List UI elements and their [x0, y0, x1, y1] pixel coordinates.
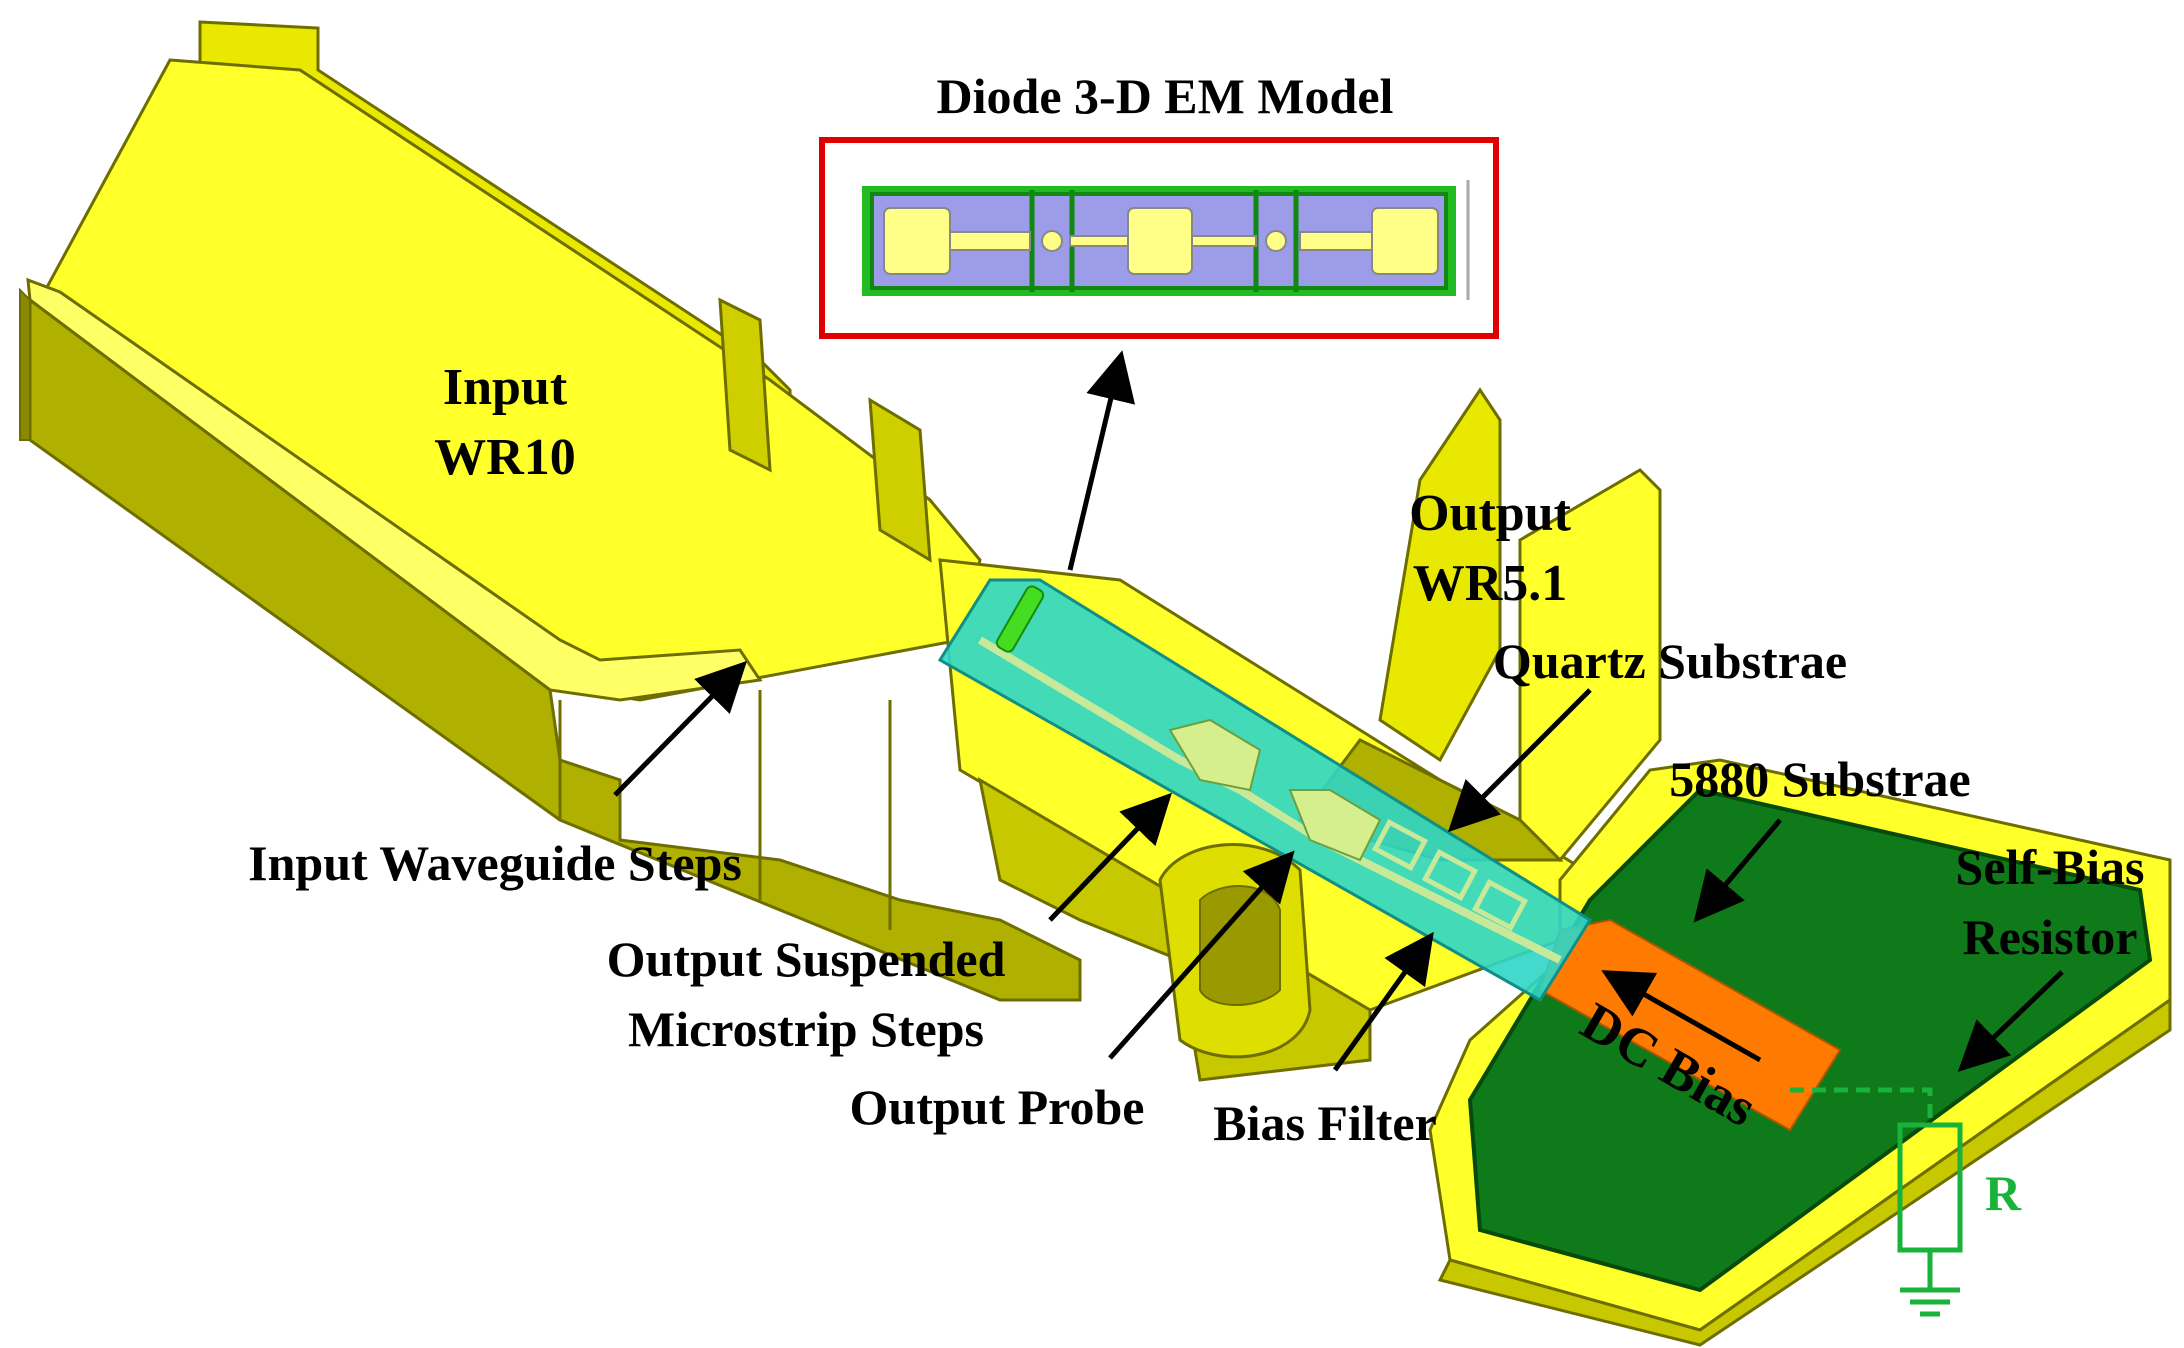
diode-pad: [883, 207, 951, 275]
back-step: [718, 297, 772, 473]
resistor-label: R: [1985, 1165, 2022, 1221]
output-probe-label: Output Probe: [850, 1079, 1145, 1135]
arrow-output-probe: [1108, 850, 1295, 1060]
self-bias-label-line1: Self-Bias: [1956, 839, 2145, 895]
diode-finger: [949, 231, 1031, 251]
annotation-arrows: [613, 350, 2064, 1072]
input-left-face: [19, 287, 31, 441]
bias-filter-pattern: [1371, 818, 1529, 932]
back-step: [868, 397, 932, 563]
resistor-dashed-wire: [1790, 1087, 1933, 1125]
output-waveguide-back: [1378, 387, 1502, 763]
arrow-quartz: [1447, 688, 1592, 833]
input-label-line2: WR10: [434, 429, 576, 486]
diode-model-title: Diode 3-D EM Model: [937, 68, 1394, 124]
quartz-label: Quartz Substrae: [1493, 633, 1847, 689]
diode-element: [995, 585, 1045, 653]
input-front-face: [28, 297, 1082, 1002]
diode-finger: [1299, 231, 1373, 251]
arrow-dc-bias: [1601, 970, 1762, 1063]
diode-finger: [1069, 235, 1129, 247]
suspended-steps-label-line2: Microstrip Steps: [628, 1001, 984, 1057]
microstrip-trace: [977, 636, 1562, 964]
output-label-line2: WR5.1: [1413, 555, 1568, 612]
diode-pad: [1371, 207, 1439, 275]
output-lower-fin-hole: [1199, 885, 1281, 1006]
input-label-line1: Input: [443, 359, 568, 416]
diode-finger: [1191, 235, 1257, 247]
arrow-bias-filter: [1332, 931, 1434, 1072]
quartz-substrate: [937, 578, 1593, 1003]
arrow-diode-model: [1067, 350, 1136, 571]
diode-anode: [1265, 230, 1287, 252]
self-bias-label-line2: Resistor: [1963, 909, 2138, 965]
diode-pad: [1127, 207, 1193, 275]
arrow-input-steps: [613, 660, 748, 797]
output-label-line1: Output: [1409, 485, 1572, 542]
arrow-5880: [1693, 818, 1782, 923]
arrow-suspended-steps: [1048, 792, 1172, 922]
bias-filter-label: Bias Filter: [1213, 1095, 1437, 1151]
arrow-self-bias: [1957, 970, 2064, 1072]
board-pocket-wall: [1437, 997, 2172, 1347]
microstrip-step: [1288, 789, 1382, 862]
diode-anode: [1041, 230, 1063, 252]
suspended-steps-label-line1: Output Suspended: [607, 931, 1006, 987]
microstrip-step: [1168, 718, 1262, 792]
substrate-5880-label: 5880 Substrae: [1669, 751, 1970, 807]
self-bias-resistor-schematic: R: [1790, 1087, 2022, 1317]
input-steps-label: Input Waveguide Steps: [248, 835, 742, 891]
diode-em-model-inset: [819, 137, 1499, 339]
